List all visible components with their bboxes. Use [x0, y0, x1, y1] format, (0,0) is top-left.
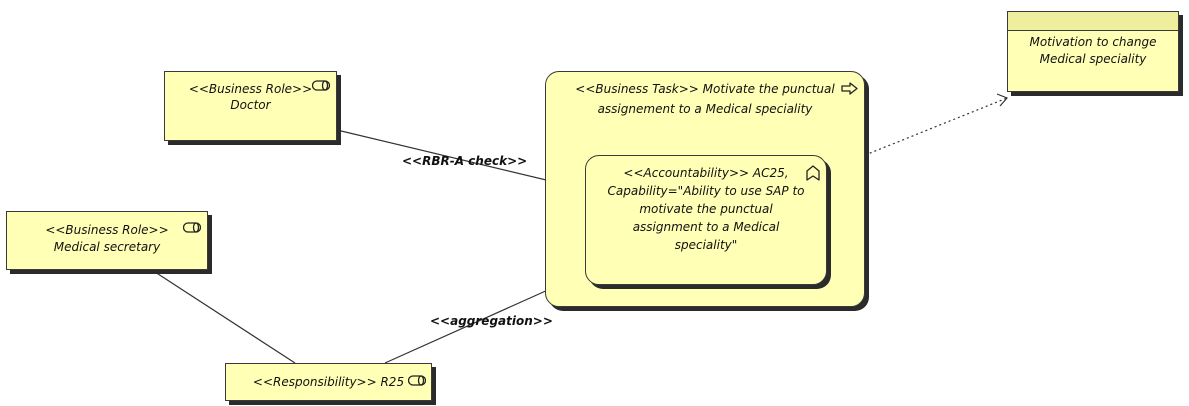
motivation-line1: Motivation to change [1029, 35, 1157, 49]
doctor-role-stereotype: <<Business Role>> [188, 82, 313, 96]
motivation-header-bar [1008, 12, 1178, 31]
medical-secretary-role-stereotype: <<Business Role>> [45, 223, 169, 237]
aggregation-connector-label: <<aggregation>> [430, 314, 553, 328]
accountability-line1: <<Accountability>> AC25, [623, 166, 789, 180]
business-task-title-line1: <<Business Task>> Motivate the punctual [575, 82, 835, 96]
function-chevron-icon [806, 165, 820, 181]
doctor-role-element[interactable]: <<Business Role>> Doctor [164, 71, 337, 141]
role-icon [312, 80, 330, 91]
accountability-line2: Capability="Ability to use SAP to [607, 184, 805, 198]
role-icon [183, 222, 201, 233]
medical-secretary-role-element[interactable]: <<Business Role>> Medical secretary [6, 211, 208, 270]
role-icon [408, 375, 426, 386]
secretary-responsibility-line[interactable] [154, 271, 296, 364]
motivation-line2: Medical speciality [1039, 52, 1147, 66]
business-task-title-line2: assignement to a Medical speciality [597, 102, 813, 116]
accountability-line3: motivate the punctual [639, 202, 773, 216]
accountability-line5: speciality" [674, 238, 738, 252]
process-arrow-icon [841, 82, 858, 95]
medical-secretary-role-name: Medical secretary [53, 240, 161, 254]
motivation-element[interactable]: Motivation to change Medical speciality [1007, 11, 1179, 92]
accountability-element[interactable]: <<Accountability>> AC25, Capability="Abi… [585, 155, 827, 285]
responsibility-element[interactable]: <<Responsibility>> R25 [225, 363, 432, 401]
responsibility-label: <<Responsibility>> R25 [252, 375, 405, 389]
influence-arrowhead [996, 93, 1009, 107]
accountability-line4: assignment to a Medical [632, 220, 780, 234]
doctor-role-name: Doctor [230, 98, 271, 112]
rbr-connector-label: <<RBR-A check>> [402, 154, 528, 168]
